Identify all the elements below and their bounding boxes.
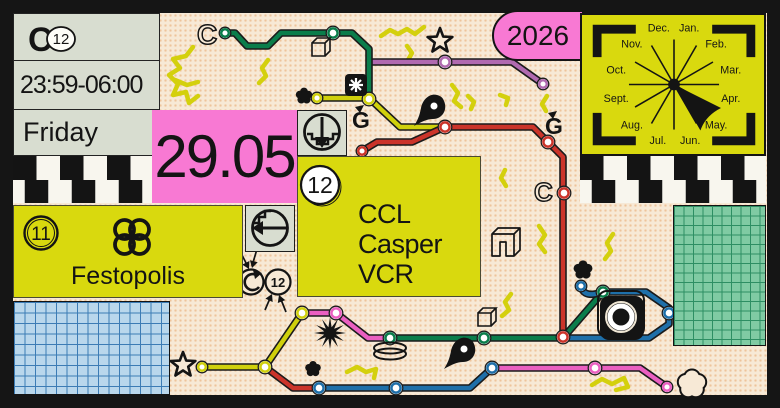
flower-icon [305, 361, 321, 377]
lineup-box: 12 CCL Casper VCR [297, 156, 481, 297]
month-wheel: Jan. Feb. Mar. Apr. May. Jun. Jul. Aug. … [592, 23, 756, 148]
arrow-symbol-tile [245, 205, 295, 252]
flower-outline-icon [676, 368, 708, 399]
day-tile: Friday [13, 109, 160, 156]
month-labels: Jan. Feb. Mar. Apr. May. Jun. Jul. Aug. … [604, 23, 742, 148]
year-text: 2026 [506, 19, 570, 51]
svg-text:11: 11 [31, 224, 51, 245]
checker-row [13, 179, 152, 203]
starburst-icon [314, 317, 346, 349]
venue-number-badge: 11 [23, 215, 59, 251]
svg-text:Oct.: Oct. [606, 65, 626, 77]
svg-text:Jun.: Jun. [680, 135, 700, 147]
asterisk-tile-icon [345, 74, 367, 96]
checker-row [580, 156, 766, 180]
teal-grid-swatch [673, 205, 766, 346]
lineup-number-badge: 12 [299, 164, 342, 207]
double-struck-c-icon: C [197, 19, 217, 50]
venue-name: Festopolis [71, 262, 185, 290]
date-text: 29.05 [154, 123, 296, 190]
artist-name: CCL [358, 199, 411, 229]
arch-3d-icon [491, 227, 521, 257]
checkerboard-left [13, 156, 152, 203]
svg-text:Mar.: Mar. [720, 65, 741, 77]
anchor-icon [303, 113, 341, 151]
artist-name: VCR [358, 259, 414, 289]
svg-text:Aug.: Aug. [621, 120, 643, 132]
checkerboard-right [580, 156, 766, 203]
comma-blob-icon [414, 94, 446, 126]
lineup-artists: CCL Casper VCR [358, 199, 443, 289]
blue-grid-swatch [13, 301, 170, 395]
time-range-tile: 23:59-06:00 [13, 60, 160, 110]
date-box: 29.05 [152, 110, 297, 203]
cube-icon [311, 37, 332, 57]
year-pill: 2026 [492, 10, 584, 61]
svg-text:12: 12 [53, 31, 70, 48]
day-text: Friday [23, 117, 99, 147]
mini-rotate-badge [237, 268, 265, 296]
checker-row [13, 156, 152, 180]
flower-icon [295, 87, 313, 104]
double-struck-c-icon: C [534, 177, 553, 207]
time-range-text: 23:59-06:00 [20, 70, 143, 99]
svg-text:May.: May. [705, 120, 728, 132]
svg-text:Sept.: Sept. [604, 93, 629, 105]
stations [195, 25, 677, 396]
cube-icon [477, 307, 498, 327]
artist-name: Casper [358, 229, 443, 259]
svg-text:G: G [545, 113, 563, 139]
month-wedge [674, 84, 721, 131]
clover-knot-logo [113, 218, 151, 256]
wheel-center [668, 78, 680, 91]
rotate-g-arrow-icon: G [545, 111, 563, 139]
c12-logo: C 12 [28, 21, 76, 59]
camera-icon [597, 290, 645, 340]
venue-box: 11 Festopolis [13, 205, 243, 298]
svg-text:G: G [352, 107, 370, 133]
svg-text:12: 12 [271, 275, 285, 290]
comma-blob-icon [444, 337, 476, 369]
mini-12-badge: 12 [264, 268, 292, 296]
svg-text:12: 12 [307, 172, 333, 198]
svg-text:Nov.: Nov. [621, 38, 642, 50]
svg-text:Feb.: Feb. [705, 38, 727, 50]
svg-text:Apr.: Apr. [721, 93, 740, 105]
star-icon [169, 350, 197, 377]
anchor-symbol-tile [297, 110, 347, 156]
rings-icon [373, 341, 407, 361]
svg-text:Jan.: Jan. [679, 23, 699, 35]
flower-icon [573, 260, 593, 279]
svg-text:Dec.: Dec. [648, 23, 670, 35]
coral-squiggles [166, 24, 631, 393]
rotate-g-arrow-icon: G [352, 105, 370, 133]
star-icon [426, 26, 454, 53]
month-wheel-panel: Jan. Feb. Mar. Apr. May. Jun. Jul. Aug. … [580, 13, 766, 156]
corner-brackets [592, 24, 756, 146]
svg-text:Jul.: Jul. [649, 135, 666, 147]
checker-row [580, 179, 766, 203]
left-arrow-icon [251, 209, 289, 247]
logo-tile: C 12 [13, 13, 160, 61]
